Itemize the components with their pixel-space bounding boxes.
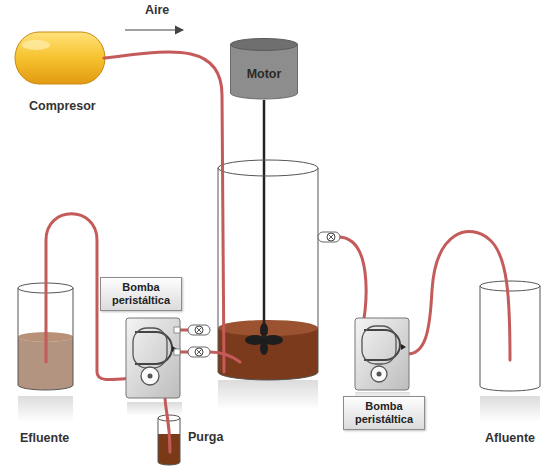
container-label: Purga [188, 430, 223, 444]
compressor [15, 32, 105, 84]
compressor [22, 40, 50, 50]
flow-label: Aire [145, 3, 169, 17]
valve [197, 328, 202, 333]
peristaltic-pump [362, 326, 396, 364]
node-text: Bomba peristáltica [105, 281, 177, 306]
peristaltic-pump [174, 349, 180, 355]
peristaltic-pump [174, 327, 180, 333]
tubes [210, 352, 240, 362]
reflections [218, 380, 318, 410]
valve [195, 326, 203, 334]
peristaltic-pump [148, 374, 153, 379]
reactor [218, 320, 318, 336]
valve [327, 233, 335, 241]
equipment-label: Compresor [29, 99, 96, 113]
pump-label-box: Bomba peristáltica [343, 396, 425, 430]
affluent-container [480, 281, 540, 291]
container-label: Afluente [485, 431, 535, 445]
peristaltic-pump [355, 318, 409, 390]
valve [188, 325, 210, 335]
motor-body [231, 44, 298, 99]
impeller [245, 323, 283, 355]
peristaltic-pump [126, 318, 180, 398]
reactor [218, 328, 318, 380]
valve [195, 348, 203, 356]
reactor [218, 160, 318, 176]
node-text: Bomba peristáltica [348, 400, 420, 425]
valve [188, 347, 210, 357]
container-label: Efluente [20, 431, 69, 445]
peristaltic-pump [126, 318, 180, 398]
impeller [260, 323, 268, 337]
peristaltic-pump [401, 344, 406, 350]
air-arrow [125, 29, 183, 30]
reflections [18, 380, 540, 422]
valve [188, 232, 340, 357]
motor-box: Motor [230, 38, 298, 100]
peristaltic-pump [141, 367, 159, 385]
reflections [18, 396, 73, 422]
valve [329, 235, 334, 240]
tubes [165, 396, 170, 452]
reflections [480, 396, 540, 422]
peristaltic-pump [377, 372, 382, 377]
motor-top [231, 39, 298, 51]
compressor [15, 32, 105, 84]
reflections [127, 402, 182, 416]
node-text: Motor [247, 57, 282, 81]
tubes [405, 232, 510, 360]
peristaltic-pump [371, 366, 387, 382]
reactor [263, 100, 266, 338]
reactor [218, 100, 318, 380]
tubes [46, 52, 510, 452]
impeller [260, 341, 268, 355]
reactor [218, 168, 318, 380]
peristaltic-pump [355, 318, 409, 390]
valve [318, 232, 340, 242]
pump-label-box: Bomba peristáltica [100, 277, 182, 311]
peristaltic-pump [133, 328, 167, 368]
valve [197, 350, 202, 355]
